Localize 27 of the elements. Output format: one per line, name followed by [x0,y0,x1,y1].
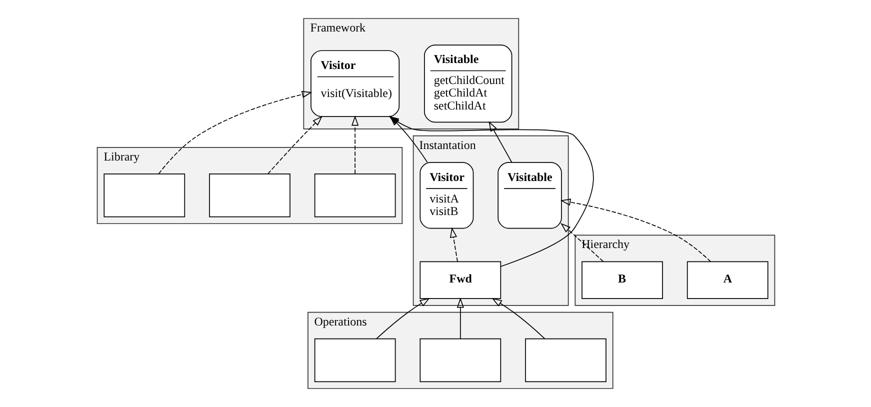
node-box: Visitor visitA visitB [419,162,474,229]
node-box: B [581,261,662,299]
node-box [103,174,185,218]
arrow [560,198,711,262]
cluster: Operations [307,312,613,389]
node-box: Visitor visit(Visitable) [310,50,400,117]
arrow [389,116,428,163]
arrow [376,298,430,340]
arrow [560,222,604,262]
node-box [524,338,606,382]
node-box [208,174,290,218]
arrow [488,121,512,163]
arrow [350,115,358,174]
cluster: Library [96,146,402,224]
arrow [456,298,464,340]
arrow [266,116,322,174]
arrow [449,227,458,262]
arrow [388,116,594,267]
node-box: Visitable [497,162,562,229]
node-box: Fwd [419,261,501,299]
node-box: Visitable getChildCount getChildAt setChildAt [424,44,512,123]
node-box [314,338,396,382]
arrow [491,298,545,340]
arrow [158,90,312,174]
node-box: A [686,261,768,299]
node-box [314,174,396,218]
node-box [419,338,501,382]
